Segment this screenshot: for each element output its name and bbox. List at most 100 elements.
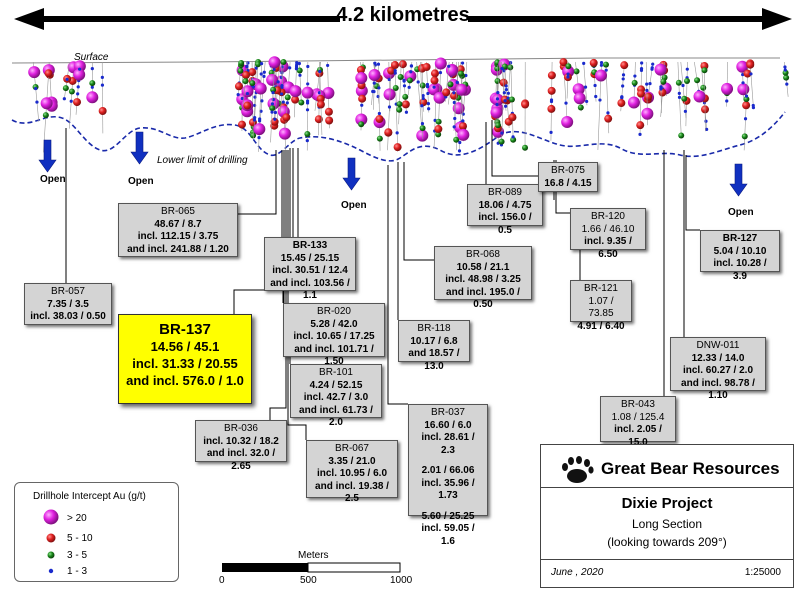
- intercept-sphere: [572, 83, 585, 96]
- intercept-sphere: [683, 109, 688, 113]
- intercept-sphere: [404, 110, 409, 114]
- intercept-sphere: [271, 98, 275, 102]
- intercept-sphere: [358, 94, 367, 103]
- intercept-sphere: [90, 85, 94, 89]
- intercept-sphere: [76, 92, 80, 96]
- intercept-sphere: [245, 91, 250, 96]
- intercept-sphere: [620, 61, 629, 70]
- intercept-sphere: [455, 80, 459, 84]
- open-arrow: [38, 131, 748, 197]
- callout-br057: BR-057 7.35 / 3.5 incl. 38.03 / 0.50: [24, 283, 112, 325]
- intercept-sphere: [621, 84, 625, 88]
- drillhole-trace: [398, 61, 402, 125]
- legend-item-gt20: > 20: [67, 513, 87, 524]
- intercept-sphere: [746, 60, 755, 69]
- callout-br043: BR-043 1.08 / 125.4 incl. 2.05 / 15.0: [600, 396, 676, 448]
- intercept-sphere: [397, 73, 404, 80]
- view-direction: (looking towards 209°): [607, 535, 727, 549]
- intercept-sphere: [100, 75, 104, 79]
- intercept-sphere: [583, 85, 588, 89]
- intercept-sphere: [521, 100, 530, 109]
- intercept-sphere: [599, 61, 604, 65]
- intercept-sphere: [604, 68, 608, 72]
- lower-limit-line: [11, 111, 786, 162]
- intercept-sphere: [582, 61, 586, 65]
- intercept-sphere: [306, 82, 310, 86]
- intercept-sphere: [90, 67, 94, 71]
- intercept-sphere: [564, 101, 568, 105]
- intercept-sphere: [273, 117, 277, 121]
- intercept-sphere: [258, 119, 262, 123]
- intercept-sphere: [743, 69, 752, 78]
- intercept-sphere: [304, 131, 311, 138]
- intercept-sphere: [559, 58, 568, 67]
- drillhole-trace: [504, 61, 510, 128]
- intercept-sphere: [621, 73, 626, 77]
- intercept-sphere: [503, 99, 507, 103]
- intercept-sphere: [270, 102, 275, 106]
- intercept-sphere: [504, 104, 508, 108]
- intercept-sphere: [741, 133, 748, 140]
- intercept-sphere: [458, 122, 467, 131]
- intercept-sphere: [621, 77, 625, 81]
- intercept-sphere: [78, 67, 82, 71]
- intercept-sphere: [301, 86, 314, 99]
- intercept-sphere: [260, 99, 264, 103]
- intercept-sphere: [395, 131, 399, 135]
- intercept-sphere: [490, 106, 503, 119]
- intercept-sphere: [452, 125, 456, 129]
- intercept-sphere: [678, 132, 685, 139]
- intercept-sphere: [741, 72, 745, 77]
- intercept-sphere: [453, 116, 457, 121]
- scale-title: Meters: [298, 550, 329, 561]
- intercept-sphere: [324, 107, 333, 116]
- legend: Drillhole Intercept Au (g/t) > 20 5 - 10…: [14, 482, 179, 582]
- intercept-sphere: [392, 84, 399, 91]
- intercept-sphere: [402, 84, 407, 88]
- intercept-sphere: [606, 111, 610, 115]
- intercept-sphere: [325, 116, 334, 125]
- intercept-sphere: [506, 91, 510, 95]
- intercept-sphere: [641, 107, 654, 120]
- intercept-sphere: [636, 89, 645, 98]
- intercept-sphere: [573, 92, 586, 105]
- intercept-sphere: [416, 129, 429, 142]
- intercept-sphere: [751, 106, 756, 110]
- intercept-sphere: [262, 70, 266, 74]
- intercept-sphere: [648, 82, 652, 86]
- intercept-sphere: [280, 84, 284, 88]
- intercept-sphere: [573, 68, 580, 75]
- intercept-sphere: [246, 61, 250, 65]
- intercept-sphere: [355, 72, 368, 85]
- intercept-sphere: [276, 80, 280, 84]
- intercept-sphere: [86, 91, 99, 104]
- intercept-sphere: [243, 101, 252, 110]
- intercept-sphere: [266, 73, 279, 86]
- intercept-sphere: [598, 98, 602, 102]
- intercept-sphere: [294, 65, 299, 69]
- intercept-sphere: [640, 61, 644, 65]
- drillhole-trace: [583, 61, 588, 106]
- intercept-sphere: [305, 108, 310, 112]
- intercept-sphere: [638, 132, 642, 137]
- intercept-sphere: [89, 80, 96, 87]
- intercept-sphere: [502, 91, 506, 95]
- intercept-sphere: [69, 99, 73, 103]
- intercept-sphere: [273, 110, 278, 115]
- intercept-sphere: [316, 100, 325, 109]
- map-scale: 1:25000: [744, 567, 781, 578]
- intercept-sphere: [737, 83, 750, 96]
- open-label: Open: [128, 176, 154, 187]
- intercept-sphere: [644, 92, 653, 101]
- intercept-sphere: [442, 88, 451, 97]
- intercept-sphere: [432, 85, 436, 89]
- intercept-sphere: [421, 96, 425, 101]
- intercept-sphere: [460, 61, 465, 65]
- callout-br118: BR-118 10.17 / 6.8 and 18.57 / 13.0: [398, 320, 470, 372]
- intercept-sphere: [645, 88, 649, 92]
- intercept-sphere: [433, 91, 446, 104]
- scale-tick-0: 0: [219, 575, 225, 586]
- intercept-sphere: [427, 107, 431, 111]
- intercept-sphere: [100, 83, 105, 87]
